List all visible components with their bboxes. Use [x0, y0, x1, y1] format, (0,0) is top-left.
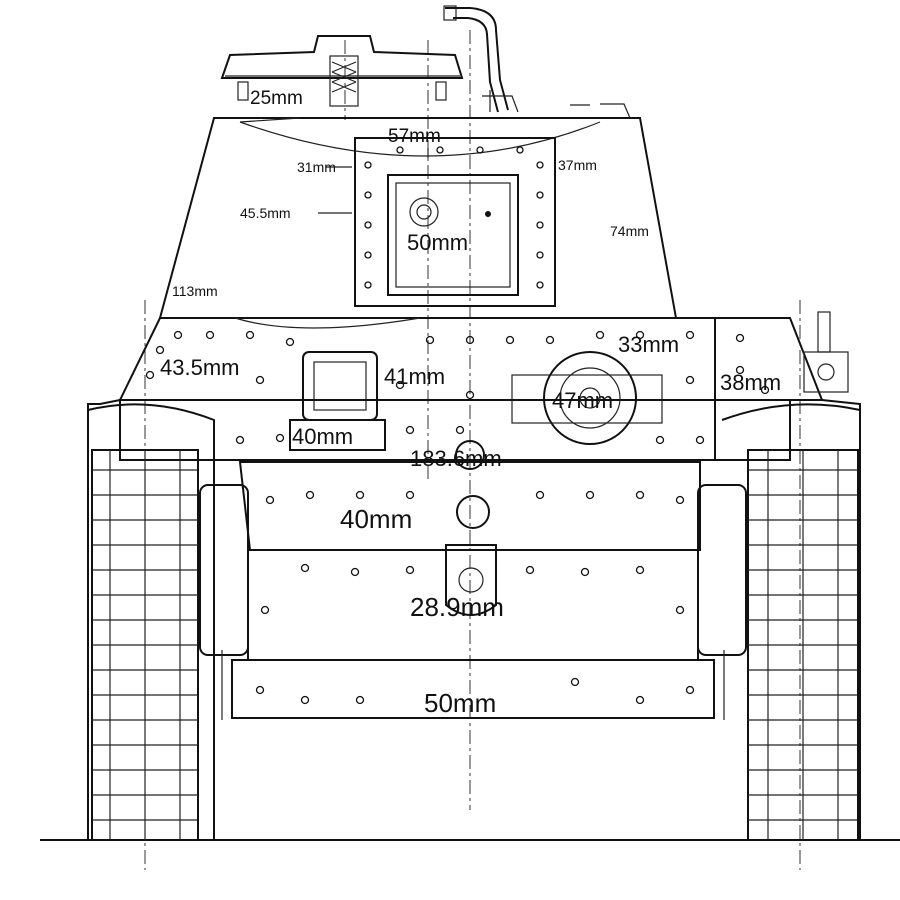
label-glacis-width: 183.6mm: [410, 446, 502, 471]
label-upper-glacis: 40mm: [340, 504, 412, 534]
label-gun-mantlet-side: 45.5mm: [240, 205, 291, 221]
label-hull-front-left: 43.5mm: [160, 355, 239, 380]
label-driver-plate: 40mm: [292, 424, 353, 449]
label-turret-right-side: 74mm: [610, 223, 649, 239]
lower-rivets: [255, 490, 695, 705]
label-turret-left-side: 113mm: [172, 283, 218, 299]
track-right: [721, 403, 861, 841]
hull-rivets: [145, 330, 770, 445]
label-lower-glacis: 28.9mm: [410, 592, 504, 622]
hull-lower: [199, 440, 747, 720]
leader-lines: [318, 148, 429, 214]
commander-cupola: [220, 35, 464, 107]
mantlet-rivets: [364, 146, 544, 289]
label-mg-mount: 47mm: [552, 388, 613, 413]
label-hull-front-right-upper: 33mm: [618, 332, 679, 357]
label-turret-right-slope: 37mm: [558, 157, 597, 173]
label-turret-roof-front: 57mm: [388, 126, 441, 147]
periscope-pipe: [443, 5, 519, 113]
label-cupola-top: 25mm: [250, 88, 303, 109]
armor-labels: 25mm 57mm 31mm 37mm 45.5mm 50mm 74mm 113…: [160, 88, 781, 718]
label-lower-hull: 50mm: [424, 688, 496, 718]
label-hull-front-center: 41mm: [384, 364, 445, 389]
side-fitting: [803, 311, 849, 393]
track-left: [87, 403, 215, 841]
label-hull-right-side: 38mm: [720, 370, 781, 395]
label-turret-left-slope: 31mm: [297, 159, 336, 175]
label-gun-mantlet: 50mm: [407, 230, 468, 255]
